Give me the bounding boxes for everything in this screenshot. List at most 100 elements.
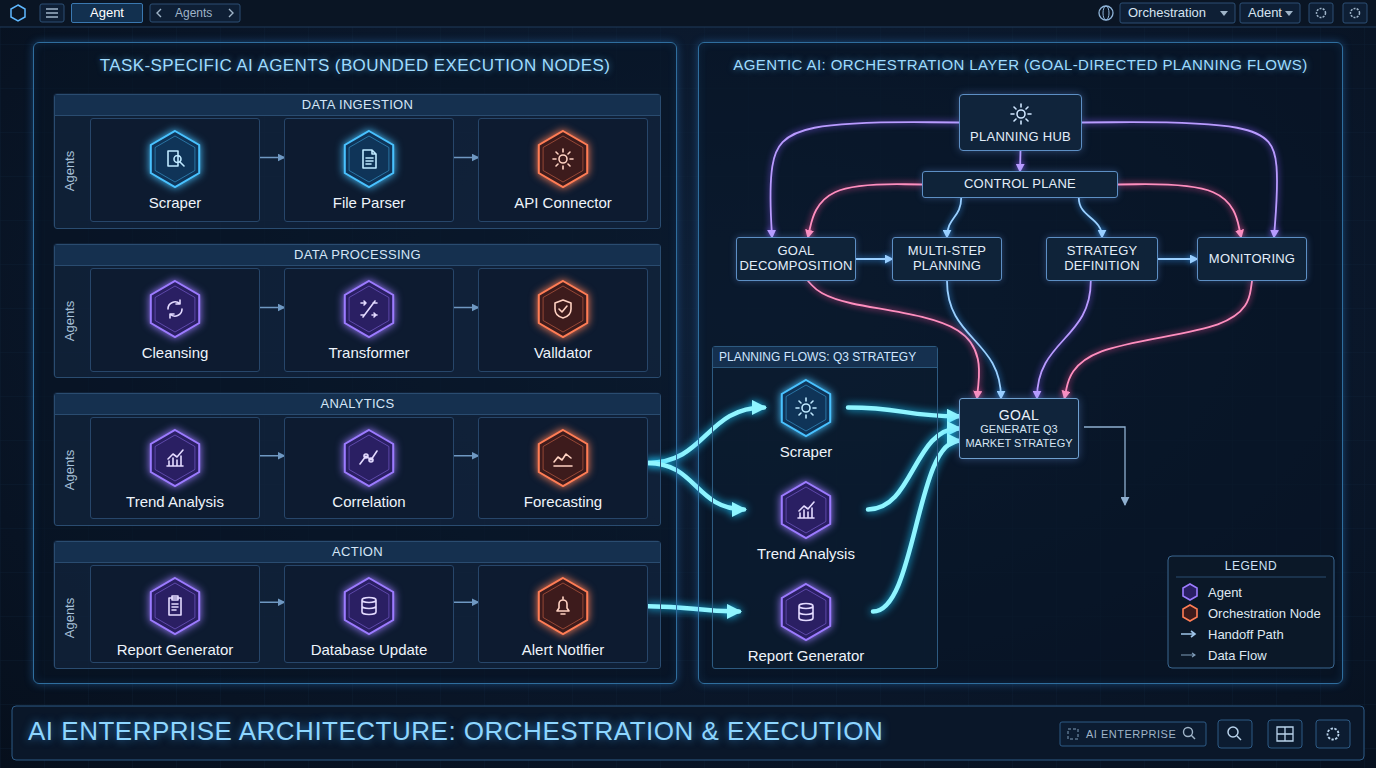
magnifier-icon	[1191, 735, 1195, 739]
hexagon-inner	[543, 435, 583, 481]
flows-fill	[711, 345, 937, 668]
gear-icon	[1317, 9, 1326, 18]
agent-label: Cleansing	[142, 344, 209, 361]
search-box-icon	[1068, 729, 1078, 739]
data-flow-arrow	[260, 157, 284, 158]
search-icon	[1228, 727, 1238, 737]
panel-fill	[33, 42, 677, 684]
layout-icon	[1277, 727, 1293, 741]
goal-text: GENERATE Q3 MARKET STRATEGY	[964, 423, 1074, 449]
legend-text: Agent	[1208, 585, 1242, 600]
settings-button	[1309, 3, 1333, 23]
agent-node: Scraper	[90, 118, 260, 222]
agent-label: Trend Analysis	[126, 493, 224, 510]
dropdown-label: Adent	[1248, 5, 1282, 21]
orchestration-flow	[1118, 184, 1241, 237]
panel-title: TASK-SPECIFIC AI AGENTS (BOUNDED EXECUTI…	[34, 43, 676, 76]
goal-output-line	[1084, 427, 1125, 505]
hexagon-outline	[345, 131, 393, 187]
legend-text: Orchestration Node	[1208, 606, 1321, 621]
agent-glyph	[363, 150, 376, 168]
menu-icon	[46, 9, 58, 17]
legend-entry: Orchestration Node	[1180, 603, 1321, 623]
agent-band: DATA INGESTIONAgentsScraperFile ParserAP…	[54, 94, 661, 229]
dropdown-caret	[1285, 11, 1293, 16]
hexagon-outline	[345, 430, 393, 486]
hexagon-outline	[151, 131, 199, 187]
hexagon-inner	[543, 136, 583, 182]
flow-agent-node: Report Generator	[739, 578, 873, 666]
hexagon-outline	[782, 482, 830, 538]
band-header: ANALYTICS	[55, 394, 660, 415]
agent-glyph	[557, 597, 569, 614]
agent-hexagon-icon	[775, 376, 837, 440]
agent-node: Report Generator	[90, 565, 260, 663]
menu-button	[40, 4, 64, 22]
orchestration-box: CONTROL PLANE	[922, 171, 1118, 198]
flow-agent-node: Trend Analysis	[744, 476, 868, 564]
hexagon-inner	[155, 435, 195, 481]
orchestration-flow	[1065, 281, 1252, 398]
orchestration-flow	[1079, 198, 1102, 237]
agent-glyph	[798, 502, 814, 518]
hexagon-outline	[345, 578, 393, 634]
agent-node: Alert Notlfier	[478, 565, 648, 663]
globe-icon	[1099, 6, 1113, 20]
bottom-bar	[12, 706, 1364, 760]
hexagon-outline	[539, 578, 587, 634]
handoff-path	[648, 463, 744, 510]
agent-hexagon-icon	[338, 277, 400, 341]
agent-hexagon-icon	[144, 127, 206, 191]
orchestration-box: MONITORING	[1197, 237, 1307, 281]
toolbar-button	[1268, 720, 1302, 748]
dropdown-caret	[1220, 11, 1228, 16]
dropdown-box	[1240, 3, 1300, 23]
handoff-path	[873, 441, 959, 612]
agent-band: ACTIONAgentsReport GeneratorDatabase Upd…	[54, 541, 661, 669]
legend-arrow	[1181, 653, 1195, 657]
agent-glyph	[799, 604, 813, 621]
agent-hexagon-icon	[775, 478, 837, 542]
agent-hexagon-icon	[338, 574, 400, 638]
agent-node: Trend Analysis	[90, 417, 260, 519]
handoff-path	[648, 407, 764, 462]
hexagon-inner	[786, 589, 826, 635]
agent-glyph	[554, 454, 572, 466]
orchestration-flow	[947, 198, 961, 237]
search-icon	[1237, 736, 1241, 740]
hexagon-inner	[349, 286, 389, 332]
legend-text: Data Flow	[1208, 648, 1267, 663]
hexagon-inner	[155, 286, 195, 332]
agent-node: Transformer	[284, 268, 454, 372]
agent-glyph	[168, 151, 184, 166]
orchestration-flow	[1037, 281, 1091, 398]
node-label: MULTI-STEP PLANNING	[899, 244, 995, 274]
orchestration-flow	[1019, 151, 1021, 171]
agent-node: Valldator	[478, 268, 648, 372]
legend-entry: Handoff Path	[1180, 624, 1284, 644]
agent-glyph	[555, 300, 571, 318]
agent-label: Valldator	[534, 344, 592, 361]
orchestration-flow	[808, 184, 922, 237]
band-header: DATA PROCESSING	[55, 245, 660, 266]
panel-header: PLANNING FLOWS: Q3 STRATEGY	[713, 347, 937, 368]
hexagon-outline	[151, 578, 199, 634]
legend-box	[1168, 556, 1334, 668]
legend-heading: LEGEND	[1176, 559, 1326, 573]
dropdown-label: Orchestration	[1128, 5, 1206, 21]
settings-button	[1343, 3, 1367, 23]
legend-sample	[1180, 625, 1200, 643]
agent-glyph	[553, 149, 573, 169]
handoff-path	[848, 407, 959, 416]
side-label: Agents	[62, 440, 78, 500]
data-flow-arrow	[260, 307, 284, 308]
panel: TASK-SPECIFIC AI AGENTS (BOUNDED EXECUTI…	[33, 42, 677, 684]
legend-rule	[1176, 577, 1326, 578]
tab-label: Agent	[71, 3, 143, 23]
hexagon-outline	[782, 584, 830, 640]
agent-label: Database Update	[311, 641, 428, 658]
orchestration-flow	[1158, 258, 1197, 260]
hexagon-outline	[539, 281, 587, 337]
agent-glyph	[169, 596, 181, 615]
top-bar	[0, 0, 1376, 27]
